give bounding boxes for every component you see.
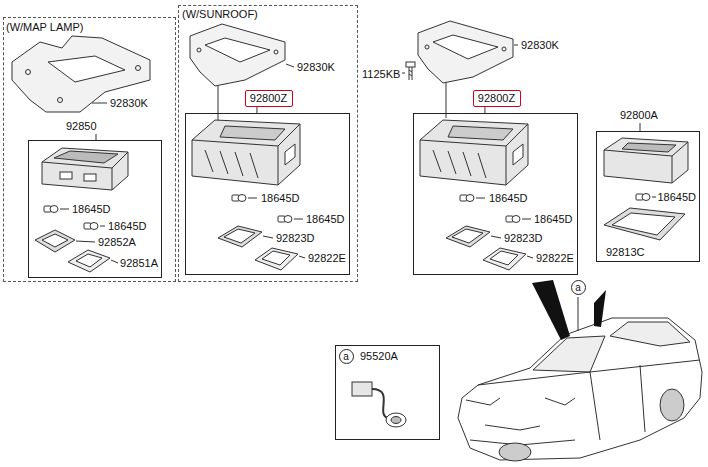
map-lamp-drawing: [35, 148, 128, 272]
room-lamp-drawing: [640, 123, 656, 197]
screw-drawing: [402, 45, 518, 80]
part-number: 92813C: [606, 246, 645, 259]
option-group-frame: (W/SUNROOF) 92830K 92800Z 18645D 18645D 92823…: [178, 5, 358, 282]
part-number: 92823D: [276, 232, 315, 245]
part-number: 1125KB: [362, 68, 400, 81]
room-lamp-drawing: [604, 208, 685, 240]
part-number: 18645D: [489, 192, 528, 205]
map-lamp-drawing: [84, 174, 96, 181]
location-pointer: [594, 290, 606, 327]
part-number: 92822E: [308, 252, 346, 265]
car-drawing: [578, 297, 579, 331]
map-lamp-bracket: [48, 56, 125, 82]
map-lamp-drawing: [35, 230, 75, 252]
connector-drawing: [391, 417, 401, 424]
part-number: 92851A: [120, 257, 158, 270]
location-pointer: [532, 280, 606, 340]
part-number: 18645D: [657, 191, 696, 204]
map-lamp-bracket: [12, 36, 150, 112]
part-number: 18645D: [306, 213, 345, 226]
part-number: 92800A: [620, 109, 658, 122]
part-number: 18645D: [261, 192, 300, 205]
part-number: 92823D: [504, 232, 543, 245]
room-lamp-drawing: [612, 213, 675, 235]
part-number: 92822E: [536, 252, 574, 265]
option-heading: (W/MAP LAMP): [6, 21, 83, 34]
car-drawing: [466, 398, 575, 405]
map-lamp-bracket: [26, 70, 31, 75]
sunroof-lamp-drawing: [192, 120, 305, 270]
reference-letter: a: [575, 282, 581, 293]
car-drawing: [458, 297, 702, 461]
part-group-box: 9285018645D18645D92852A92851A: [28, 140, 162, 278]
part-number: 92852A: [98, 236, 136, 249]
part-number: 92800Z: [250, 92, 287, 104]
map-lamp-bracket: [58, 98, 63, 103]
part-number: 92830K: [110, 97, 148, 110]
car-drawing: [478, 360, 700, 385]
map-lamp-drawing: [42, 234, 68, 247]
room-lamp-drawing: [604, 123, 688, 240]
connector-drawing: [352, 382, 406, 427]
screw-drawing: [402, 45, 518, 73]
map-lamp-drawing: [60, 172, 72, 179]
screw-drawing: [406, 62, 415, 67]
part-group-box: 95520A a: [335, 345, 440, 440]
car-drawing: [458, 318, 702, 460]
map-lamp-drawing: [44, 206, 58, 213]
part-number: 92830K: [297, 61, 335, 74]
car-drawing: [533, 336, 605, 372]
car-drawing: [499, 443, 531, 461]
part-number: 18645D: [72, 203, 111, 216]
room-lamp-drawing: [622, 143, 676, 152]
option-group-frame: (W/MAP LAMP) 92830K 92850 18645D 18645D 92852…: [3, 17, 176, 282]
leader-line: [286, 64, 294, 67]
map-lamp-drawing: [42, 152, 128, 190]
lamp-assembly-drawing: [420, 120, 533, 270]
part-number: 18645D: [534, 213, 573, 226]
part-number: 92800Z: [478, 92, 515, 104]
map-lamp-drawing: [76, 254, 102, 267]
part-number: 92830K: [521, 39, 559, 52]
map-lamp-drawing: [68, 250, 110, 272]
room-lamp-drawing: [604, 142, 688, 183]
connector-drawing: [352, 382, 372, 396]
map-lamp-drawing: [84, 223, 98, 230]
part-group-box: 18645D 18645D 92823D 92822E: [185, 113, 350, 275]
assembly-number-box: 92800Z: [473, 90, 521, 107]
part-number: 95520A: [360, 350, 398, 363]
part-group-box: 18645D 18645D 92823D 92822E: [413, 113, 578, 275]
assembly-number-box: 92800Z: [245, 90, 293, 107]
room-lamp-drawing: [636, 194, 650, 201]
location-pointer: [532, 280, 570, 340]
car-drawing: [610, 322, 690, 346]
car-drawing: [660, 389, 684, 421]
map-lamp-bracket: [12, 36, 150, 140]
option-heading: (W/SUNROOF): [182, 8, 258, 21]
connector-drawing: [372, 389, 388, 418]
map-lamp-drawing: [54, 151, 118, 163]
car-drawing: [470, 425, 575, 445]
reference-circle: a: [339, 349, 354, 364]
map-lamp-drawing: [42, 148, 128, 190]
room-lamp-drawing: [604, 138, 688, 183]
map-lamp-bracket: [136, 66, 141, 71]
reference-letter: a: [343, 351, 349, 362]
connector-drawing: [386, 413, 406, 427]
car-drawing: [590, 365, 645, 440]
reference-circle: a: [571, 280, 586, 295]
part-group-box: 92800A18645D92813C: [596, 131, 700, 262]
part-number: 92850: [66, 120, 97, 133]
part-number: 18645D: [108, 220, 147, 233]
screw-drawing: [409, 67, 412, 80]
